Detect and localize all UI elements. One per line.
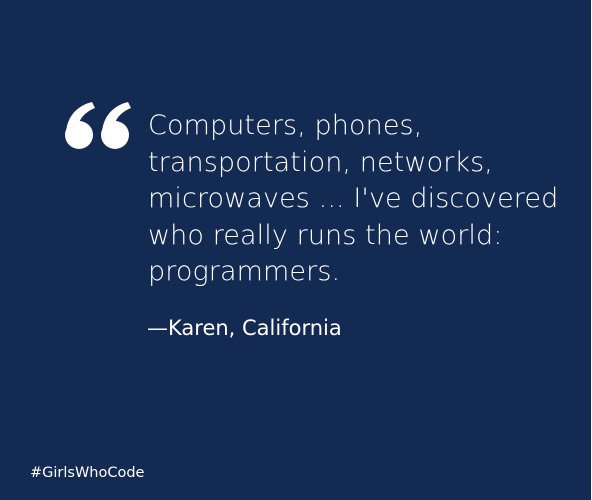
open-double-quote-icon	[65, 102, 131, 149]
quote-line: who really runs the world:	[148, 219, 503, 251]
quote-attribution: —Karen, California	[147, 316, 342, 340]
quote-line: transportation, networks,	[148, 146, 493, 178]
quote-line: Computers, phones,	[148, 110, 423, 141]
quote-line: microwaves ... I've discovered	[148, 183, 559, 214]
quote-line: programmers.	[148, 256, 341, 287]
hashtag-label: #GirlsWhoCode	[30, 465, 145, 481]
quote-text: Computers, phones, transportation, netwo…	[148, 108, 568, 291]
